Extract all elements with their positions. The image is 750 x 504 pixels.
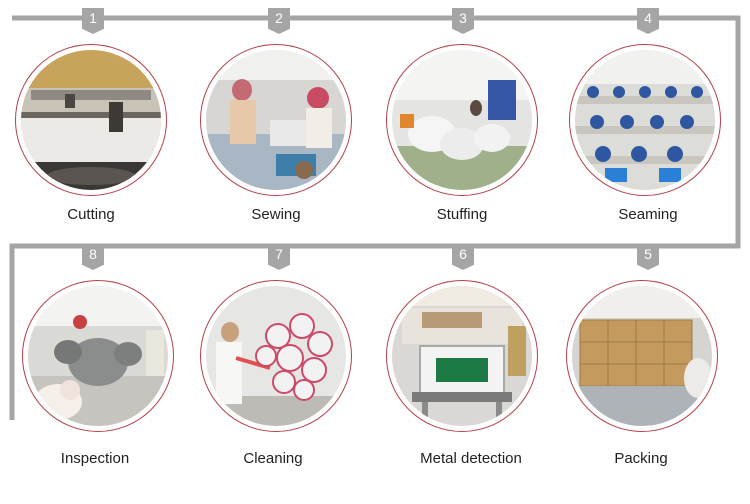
step-number-badge-2: 2 (268, 8, 290, 34)
step-label-cleaning: Cleaning (243, 450, 303, 467)
step-label-stuffing: Stuffing (436, 206, 488, 223)
step-label-packing: Packing (614, 450, 668, 467)
step-label-inspection: Inspection (60, 450, 130, 467)
step-number-badge-7: 7 (268, 244, 290, 270)
step-label-metal-detection: Metal detection (420, 450, 522, 467)
step-number-badge-5: 5 (637, 244, 659, 270)
step-photo-sewing (200, 44, 352, 196)
step-number-badge-4: 4 (637, 8, 659, 34)
step-number-badge-6: 6 (452, 244, 474, 270)
step-label-sewing: Sewing (251, 206, 301, 223)
step-photo-inspection (22, 280, 174, 432)
step-label-cutting: Cutting (67, 206, 115, 223)
step-photo-cutting (15, 44, 167, 196)
step-label-seaming: Seaming (618, 206, 678, 223)
step-number-badge-1: 1 (82, 8, 104, 34)
step-photo-stuffing (386, 44, 538, 196)
step-photo-seaming (569, 44, 721, 196)
step-photo-cleaning (200, 280, 352, 432)
step-photo-metal-detection (386, 280, 538, 432)
step-photo-packing (566, 280, 718, 432)
step-number-badge-8: 8 (82, 244, 104, 270)
step-number-badge-3: 3 (452, 8, 474, 34)
